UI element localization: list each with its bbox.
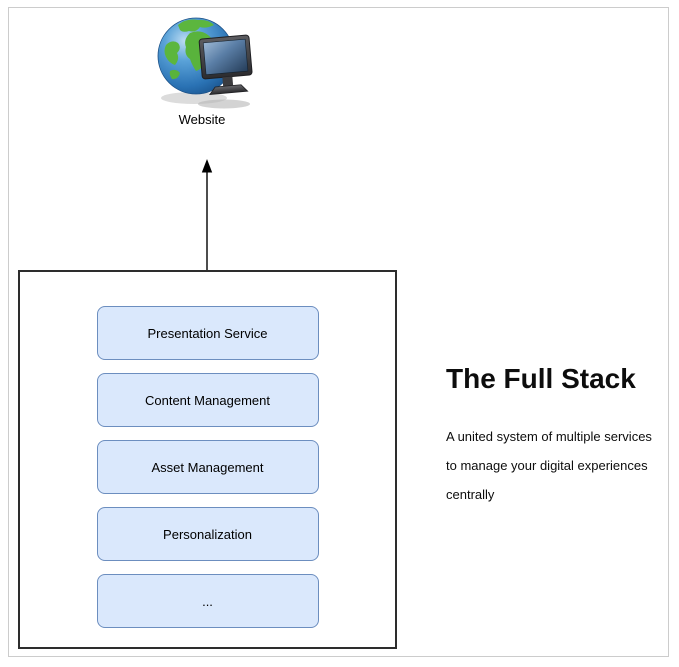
description-line: to manage your digital experiences bbox=[446, 458, 648, 473]
side-panel-description: A united system of multiple services to … bbox=[446, 422, 666, 509]
website-icon bbox=[157, 17, 253, 109]
description-line: A united system of multiple services bbox=[446, 429, 652, 444]
website-label: Website bbox=[178, 112, 226, 127]
page-frame bbox=[8, 7, 669, 657]
monitor bbox=[198, 34, 253, 95]
service-box-personalization: Personalization bbox=[96, 507, 319, 561]
service-box-presentation-service: Presentation Service bbox=[96, 306, 319, 360]
shadow bbox=[198, 99, 250, 109]
side-panel-title: The Full Stack bbox=[446, 363, 636, 394]
side-panel: The Full Stack A united system of multip… bbox=[446, 363, 666, 509]
description-line: centrally bbox=[446, 487, 495, 502]
service-box-content-management: Content Management bbox=[96, 373, 319, 427]
arrow-up-icon bbox=[201, 159, 213, 274]
service-box-asset-management: Asset Management bbox=[96, 440, 319, 494]
service-box-more: ... bbox=[96, 574, 319, 628]
stack-container: Presentation Service Content Management … bbox=[18, 270, 397, 649]
